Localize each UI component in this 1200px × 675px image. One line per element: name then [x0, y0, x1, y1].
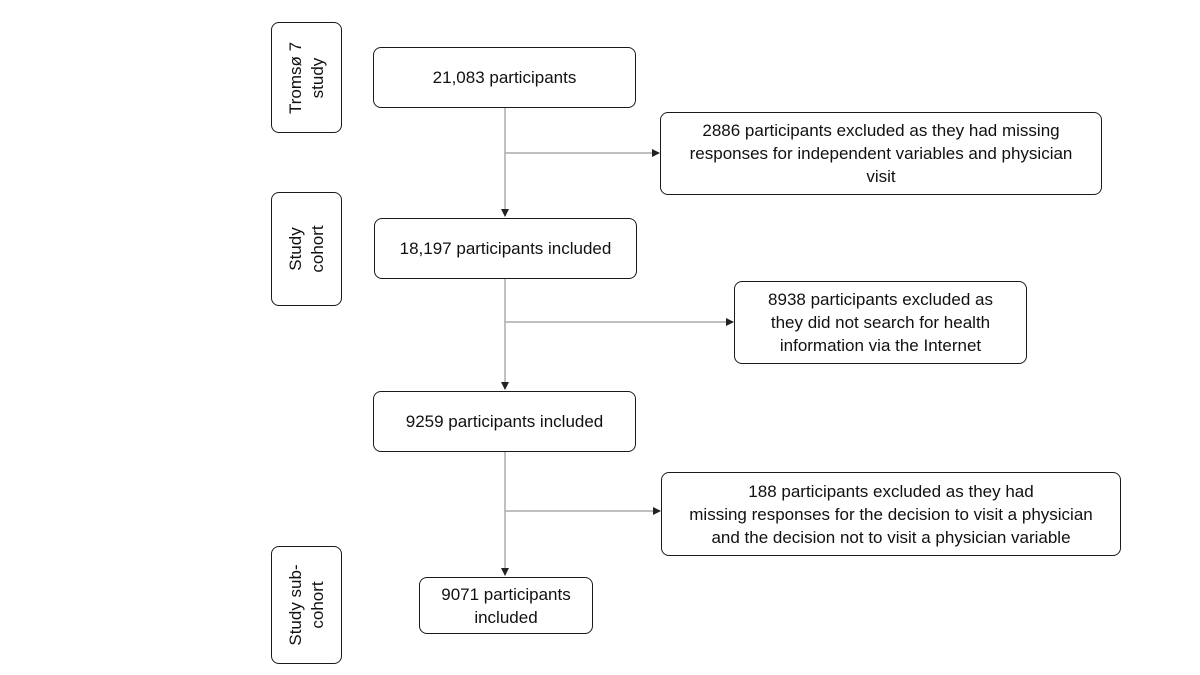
stage-label-study-cohort: Study cohort — [271, 192, 342, 306]
exclusion-text: 188 participants excluded as they had mi… — [689, 481, 1093, 547]
step-box-study-cohort: 18,197 participants included — [374, 218, 637, 279]
exclusion-text: 2886 participants excluded as they had m… — [689, 121, 1073, 186]
step-box-sub-cohort: 9071 participants included — [419, 577, 593, 634]
stage-label-text: Study sub- cohort — [285, 564, 327, 646]
exclusion-box-missing-independent: 2886 participants excluded as they had m… — [660, 112, 1102, 195]
stage-label-tromso-study: Tromsø 7 study — [271, 22, 342, 133]
step-text: 9259 participants included — [405, 412, 604, 431]
step-box-internet-searchers: 9259 participants included — [373, 391, 636, 452]
step-box-all-participants: 21,083 participants — [373, 47, 636, 108]
exclusion-text: 8938 participants excluded as they did n… — [768, 290, 993, 355]
exclusion-box-missing-decision: 188 participants excluded as they had mi… — [661, 472, 1121, 556]
step-text: 21,083 participants — [432, 68, 577, 87]
stage-label-text: Study cohort — [285, 225, 327, 273]
stage-label-text: Tromsø 7 study — [285, 41, 327, 114]
step-text: 9071 participants included — [441, 584, 571, 627]
exclusion-box-no-internet-search: 8938 participants excluded as they did n… — [734, 281, 1027, 364]
step-text: 18,197 participants included — [399, 239, 612, 258]
stage-label-study-sub-cohort: Study sub- cohort — [271, 546, 342, 664]
